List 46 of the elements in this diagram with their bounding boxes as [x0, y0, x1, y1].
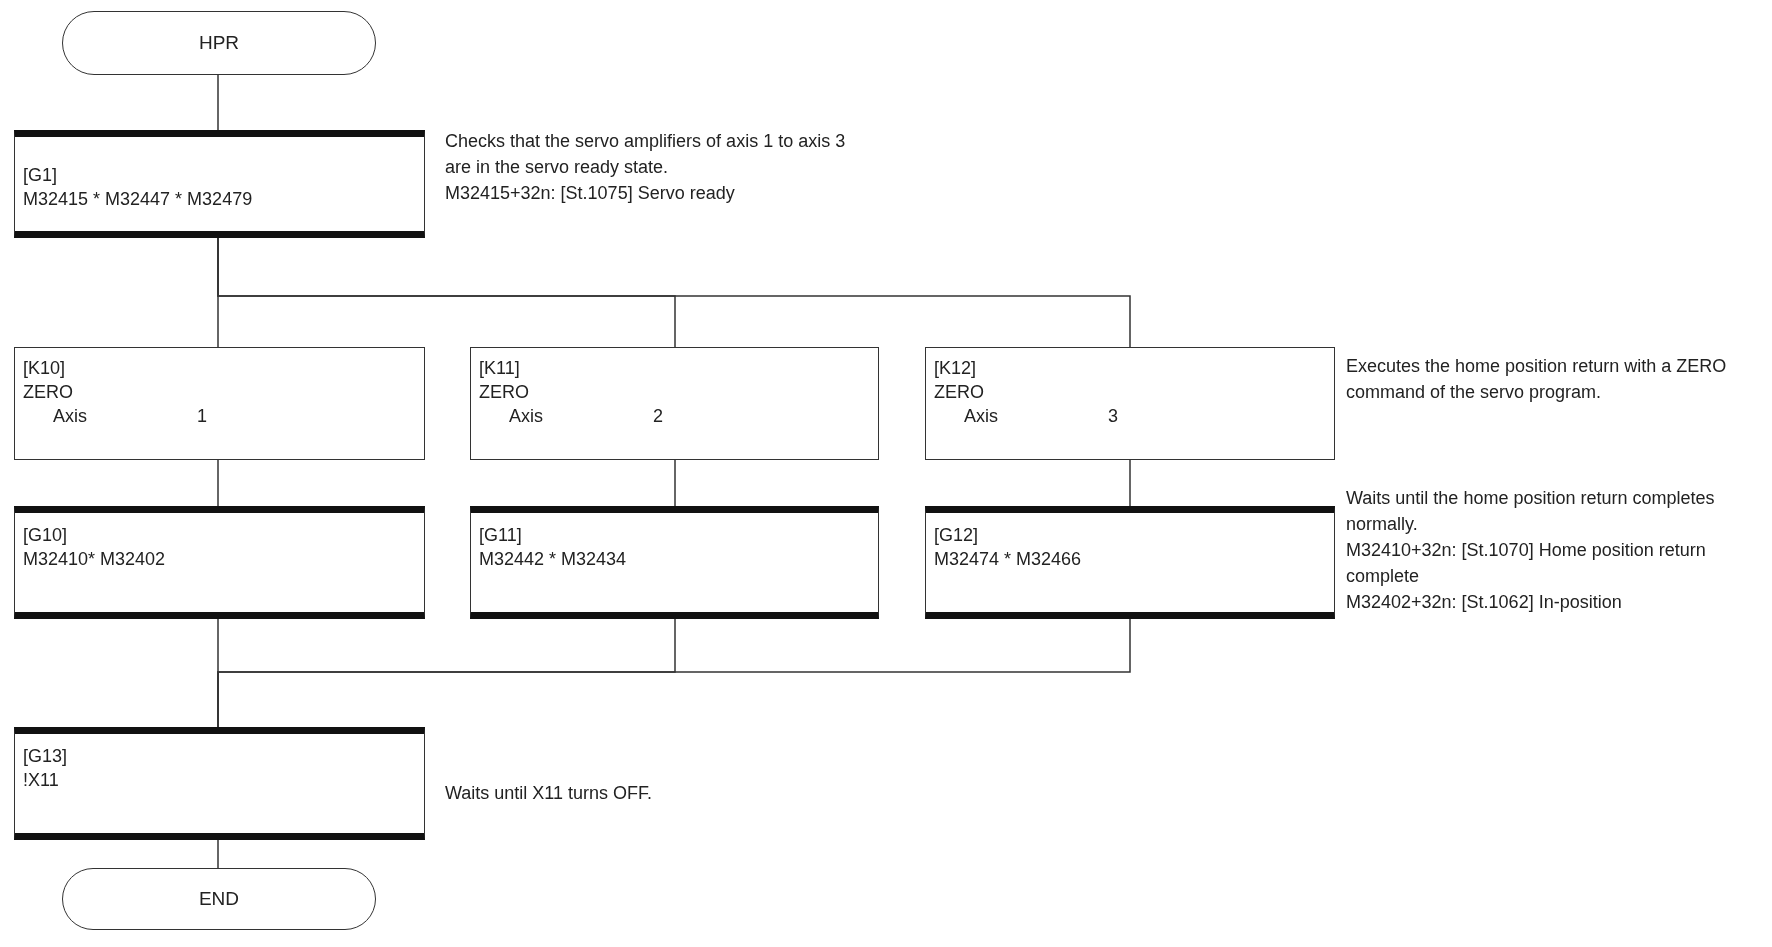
process-box: [470, 347, 879, 460]
node-text: M32442 * M32434: [479, 548, 627, 571]
node-text: ZERO: [934, 381, 984, 404]
connector-line: [1129, 459, 1131, 507]
connector-line: [217, 618, 1131, 728]
node-text: ZERO: [479, 381, 529, 404]
node-text: 3: [1108, 405, 1118, 428]
node-text: [G13]: [23, 745, 68, 768]
node-text: [G11]: [479, 524, 522, 547]
node-text: [G12]: [934, 524, 979, 547]
node-text: Axis: [964, 405, 998, 428]
node-text: !X11: [23, 769, 59, 792]
node-text: M32415 * M32447 * M32479: [23, 188, 253, 211]
node-text: HPR: [198, 32, 240, 54]
node-text: 2: [653, 405, 663, 428]
node-text: END: [198, 888, 240, 910]
node-text: [G1]: [23, 164, 57, 187]
condition-box: [14, 506, 425, 619]
annotation-text: Waits until X11 turns OFF.: [445, 782, 654, 805]
node-text: M32474 * M32466: [934, 548, 1082, 571]
node-text: Axis: [509, 405, 543, 428]
condition-box: [14, 130, 425, 238]
connector-line: [217, 237, 1131, 348]
condition-box: [470, 506, 879, 619]
node-text: [K11]: [479, 357, 520, 380]
node-text: [K12]: [934, 357, 977, 380]
condition-box: [925, 506, 1335, 619]
connector-line: [217, 459, 219, 507]
node-text: Axis: [53, 405, 87, 428]
connector-line: [674, 459, 676, 507]
connector-line: [217, 839, 219, 869]
node-text: [K10]: [23, 357, 66, 380]
annotation-text: M32402+32n: [St.1062] In-position: [1346, 591, 1623, 614]
node-text: M32410* M32402: [23, 548, 166, 571]
annotation-text: M32410+32n: [St.1070] Home position return complete: [1346, 539, 1707, 588]
connector-line: [217, 74, 219, 131]
annotation-text: Checks that the servo amplifiers of axis 1 to axis 3 are in the servo ready state.: [445, 130, 847, 179]
node-text: 1: [197, 405, 207, 428]
annotation-text: Waits until the home position return completes normally.: [1346, 487, 1716, 536]
annotation-text: M32415+32n: [St.1075] Servo ready: [445, 182, 736, 205]
process-box: [925, 347, 1335, 460]
process-box: [14, 347, 425, 460]
annotation-text: Executes the home position return with a ZERO command of the servo program.: [1346, 355, 1728, 404]
node-text: ZERO: [23, 381, 73, 404]
condition-box: [14, 727, 425, 840]
node-text: [G10]: [23, 524, 68, 547]
